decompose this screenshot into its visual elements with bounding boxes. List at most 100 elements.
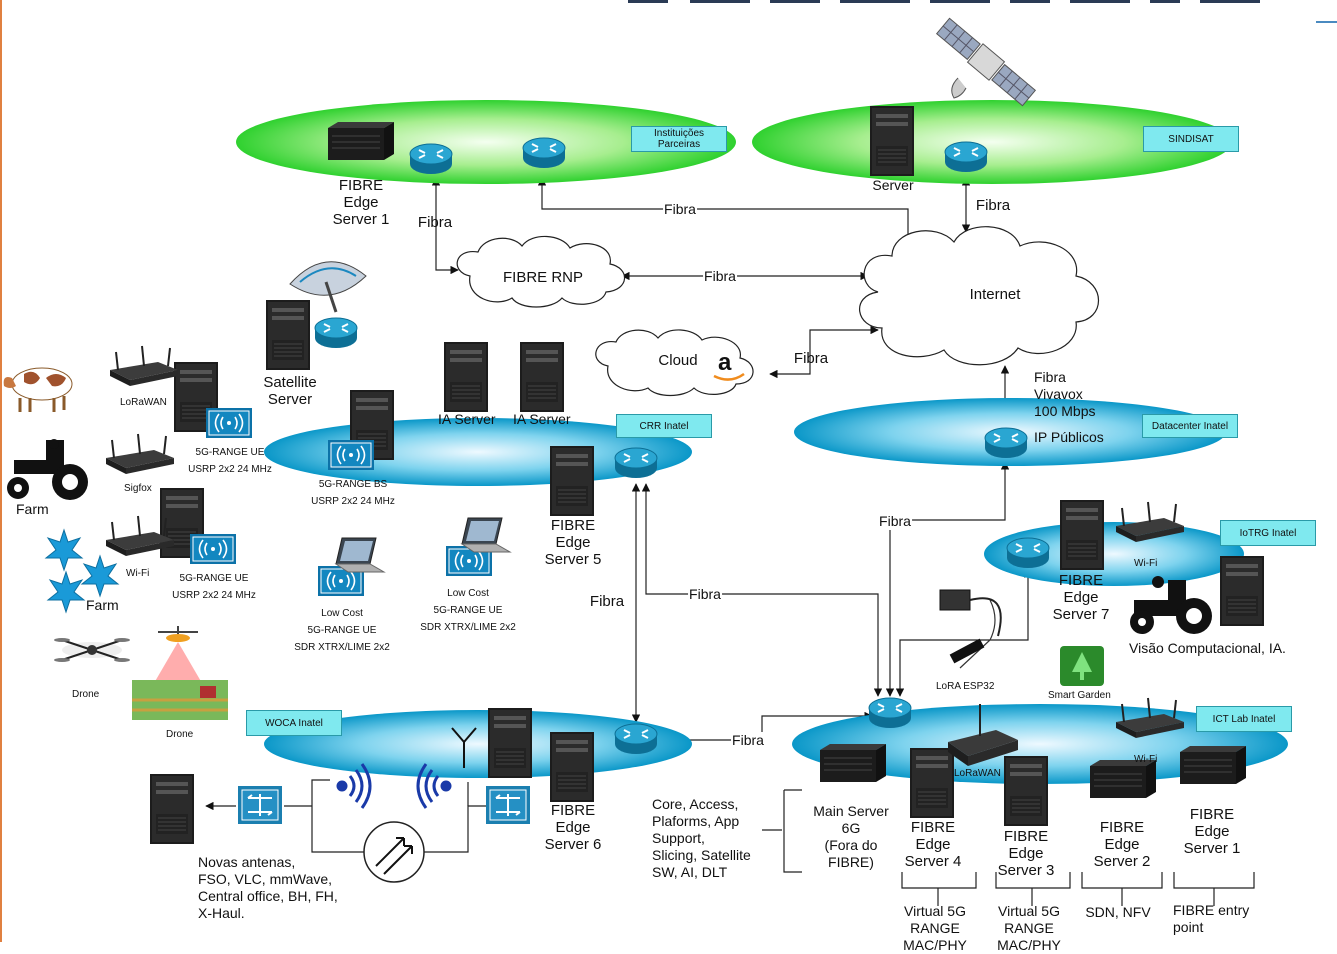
note-line: MAC/PHY (997, 937, 1061, 953)
label-fibre-edge-4: FIBRE Edge Server 4 (905, 819, 962, 870)
tag-crr: CRR Inatel (616, 414, 712, 438)
link-label: Fibra (417, 214, 453, 231)
cow-icon (3, 367, 73, 412)
antenna-icon (451, 727, 477, 768)
label-5g-ue-top: 5G-RANGE UE USRP 2x2 24 MHz (188, 444, 272, 478)
amazon-logo-icon: a (713, 349, 745, 381)
note-virtual-3: Virtual 5G RANGE MAC/PHY (997, 903, 1061, 954)
server-tower-icon (549, 445, 595, 517)
server-box-icon (819, 743, 887, 783)
note-line: point (1173, 919, 1204, 935)
label-wifi-iotrg: Wi-Fi (1134, 558, 1158, 569)
note-core-list: Core, Access, Plaforms, App Support, Sli… (652, 796, 751, 881)
connections (205, 177, 1255, 906)
satellite-icon (935, 17, 1037, 107)
tractor-icon (1130, 576, 1212, 634)
label-ia-server: IA Server (438, 411, 496, 427)
server-tower-icon (1003, 755, 1049, 827)
link-datacenter-ict (885, 461, 1010, 697)
tag-iotrg: IoTRG Inatel (1220, 520, 1316, 546)
tractor-icon (7, 439, 88, 500)
server-tower-icon (909, 747, 955, 819)
note-virtual-4: Virtual 5G RANGE MAC/PHY (903, 903, 967, 954)
link-label: Fibra (589, 593, 625, 610)
link-tx-loop (284, 779, 486, 853)
label-line: Edge (343, 194, 379, 211)
drone-icon (54, 638, 130, 662)
link-cloud-internet (769, 325, 879, 379)
note-line: Support, (652, 830, 705, 846)
label-server: Server (872, 177, 914, 193)
sigfox-gateway-icon (105, 433, 175, 475)
label-drone: Drone (72, 689, 100, 700)
bracket-core (762, 789, 802, 873)
label-line: Edge (915, 836, 951, 853)
link-label: Fibra (663, 201, 697, 218)
wireless-wave-icon (336, 763, 372, 809)
label-5g-bs: 5G-RANGE BS USRP 2x2 24 MHz (311, 476, 395, 510)
label-line: FIBRE (338, 177, 384, 194)
label-line: Main Server (813, 803, 889, 819)
tag-woca: WOCA Inatel (246, 710, 342, 736)
server-box-icon (1179, 745, 1247, 785)
label-line: Server 3 (997, 862, 1055, 879)
cloud-label-internet: Internet (969, 286, 1021, 303)
label-fibre-edge-1-bottom: FIBRE Edge Server 1 (1184, 806, 1241, 857)
link-crr-ict (641, 483, 883, 697)
label-line: Edge (1194, 823, 1230, 840)
label-farm: Farm (86, 597, 119, 613)
label-line: Server 2 (1093, 853, 1151, 870)
tag-ictlab: ICT Lab Inatel (1196, 706, 1292, 732)
label-line: 5G-RANGE UE (195, 447, 265, 458)
label-visao: Visão Computacional, IA. (1129, 640, 1286, 656)
cloud-internet (859, 226, 1100, 366)
tag-datacenter: Datacenter Inatel (1142, 414, 1238, 438)
switch-icon (237, 785, 283, 825)
label-line: FIBRE (550, 802, 596, 819)
label-line: 5G-RANGE BS (318, 479, 388, 490)
note-sdn: SDN, NFV (1085, 904, 1151, 920)
label-line: 6G (841, 820, 861, 836)
svg-text:a: a (718, 349, 732, 376)
note-novas-antenas: Novas antenas, FSO, VLC, mmWave, Central… (198, 854, 338, 922)
label-fibre-edge-1-top: FIBRE Edge Server 1 (333, 177, 390, 228)
label-line: (Fora do (824, 837, 878, 853)
link-label: Fibra (975, 197, 1011, 214)
label-line: FIBRE (1099, 819, 1145, 836)
note-line: RANGE (910, 920, 960, 936)
laptop-icon (335, 537, 385, 573)
label-line: FIBRE (550, 517, 596, 534)
label-lora-esp32: LoRA ESP32 (936, 681, 995, 692)
label-wifi: Wi-Fi (126, 568, 150, 579)
server-box-icon (327, 121, 395, 161)
label-line: SDR XTRX/LIME 2x2 (420, 622, 516, 633)
link-label-line: Fibra (1034, 369, 1066, 385)
label-line: FIBRE (1003, 828, 1049, 845)
gauge-icon (363, 821, 425, 883)
router-icon (409, 143, 453, 175)
note-entry: FIBRE entry point (1173, 902, 1249, 936)
label-farm: Farm (16, 501, 49, 517)
cloud-label-rnp: FIBRE RNP (502, 269, 584, 286)
label-line: FIBRE (910, 819, 956, 836)
label-low-cost-ue-1: Low Cost 5G-RANGE UE SDR XTRX/LIME 2x2 (294, 605, 390, 656)
bracket-3 (995, 872, 1071, 906)
lora-esp32-icon (939, 589, 1002, 664)
label-line: FIBRE (1058, 572, 1104, 589)
link-inst-internet (537, 177, 913, 256)
router-icon (984, 427, 1028, 459)
satellite-dish-icon (289, 261, 367, 313)
server-tower-icon (519, 341, 565, 413)
note-line: Plaforms, App (652, 813, 740, 829)
link-woca-ict (659, 711, 873, 745)
server-tower-icon (487, 707, 533, 779)
link-label-line: Vivavox (1034, 386, 1083, 402)
label-line: FIBRE) (828, 854, 874, 870)
server-tower-icon (1219, 555, 1265, 627)
label-line: Server 1 (332, 211, 390, 228)
label-line: Server (267, 391, 313, 408)
label-satellite-server: Satellite Server (263, 374, 316, 408)
note-line: SW, AI, DLT (652, 864, 728, 880)
label-line: SDR XTRX/LIME 2x2 (294, 642, 390, 653)
